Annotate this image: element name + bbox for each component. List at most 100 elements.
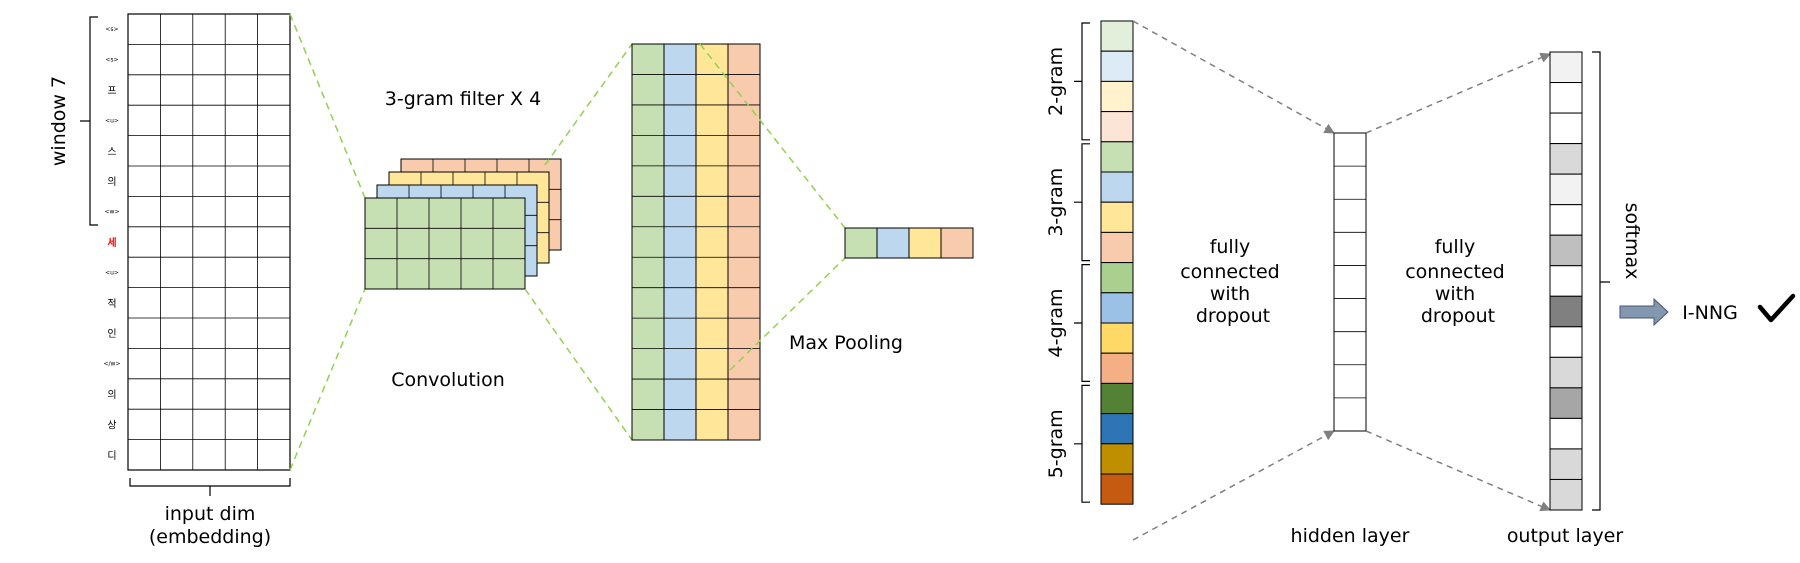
ngram-cell <box>1100 352 1134 384</box>
ngram-label: 2-gram <box>1045 47 1067 116</box>
checkmark-icon <box>1757 293 1796 323</box>
token-label: 적 <box>107 298 116 310</box>
ngram-label: 4-gram <box>1045 289 1067 358</box>
output-cell <box>1549 234 1583 267</box>
hidden-layer-body <box>1333 132 1367 432</box>
output-cell <box>1549 265 1583 297</box>
output-arrow-icon <box>1619 297 1669 327</box>
ngram-label: 3-gram <box>1045 168 1067 237</box>
pooled-cell <box>844 227 878 259</box>
input-embedding-matrix <box>127 13 291 471</box>
fc-label-1: fully connected with dropout <box>1180 236 1286 327</box>
dash-input-to-filter-top <box>289 13 366 199</box>
ngram-cell <box>1100 201 1134 233</box>
token-label: 인 <box>107 328 116 340</box>
ngram-cell <box>1100 171 1134 203</box>
conv-filter-stack <box>364 158 562 290</box>
ngram-cell <box>1100 111 1134 143</box>
ngram-bracket <box>1074 384 1090 503</box>
feature-map-column <box>631 43 665 441</box>
output-cell <box>1549 326 1583 358</box>
output-cell <box>1549 82 1583 114</box>
hidden-layer-label: hidden layer <box>1291 525 1410 547</box>
token-label: 디 <box>107 450 116 462</box>
ngram-bracket <box>1074 22 1090 141</box>
feature-map-column <box>695 43 729 441</box>
feature-map-column <box>727 43 761 441</box>
output-tag-label: I-NNG <box>1682 302 1738 324</box>
pooled-cell <box>908 227 942 259</box>
dash-ngram-to-hidden-top <box>1132 20 1335 134</box>
ngram-cell <box>1100 292 1134 324</box>
dash-filter-to-map-top <box>544 43 633 166</box>
output-cell <box>1549 143 1583 175</box>
ngram-label: 5-gram <box>1045 409 1067 478</box>
feature-map-column <box>663 43 697 441</box>
window-label: window 7 <box>48 76 70 166</box>
output-cell <box>1549 356 1583 389</box>
right-panel: 2-gram 3-gram 4-gram 5-gram fully connected… <box>1045 20 1796 547</box>
fc-label-2: fully connected with dropout <box>1405 236 1511 327</box>
embedding-label: (embedding) <box>149 526 271 548</box>
pooled-cell <box>940 227 974 259</box>
filter-label: 3-gram filter X 4 <box>385 88 541 110</box>
dash-hidden-to-output-bottom <box>1365 430 1551 512</box>
hidden-layer-vector <box>1333 132 1367 432</box>
token-label: 의 <box>107 176 116 188</box>
ngram-cell <box>1100 382 1134 415</box>
token-labels: <s><s>프<u>스의<w>세<u>적인</w>의상디 <box>104 26 121 462</box>
ngram-cell <box>1100 322 1134 354</box>
token-label: 세 <box>107 236 116 249</box>
input-dim-bracket <box>129 478 291 496</box>
ngram-cell <box>1100 262 1134 294</box>
softmax-bracket <box>1592 51 1610 511</box>
window-bracket <box>80 16 98 226</box>
conv-filter <box>364 197 526 290</box>
ngram-cell <box>1100 413 1134 445</box>
dash-ngram-to-hidden-bottom <box>1132 430 1335 541</box>
token-label: 프 <box>107 86 116 97</box>
ngram-brackets: 2-gram 3-gram 4-gram 5-gram <box>1045 22 1090 503</box>
softmax-label: softmax <box>1621 203 1643 280</box>
left-panel: window 7 <s><s>프<u>스의<w>세<u>적인</w>의상디 in… <box>48 13 974 548</box>
conv-filter-body <box>364 197 526 290</box>
token-label: <w> <box>105 209 120 216</box>
ngram-cell <box>1100 443 1134 475</box>
dash-map-to-pool-bottom <box>729 257 846 371</box>
token-label: <s> <box>105 57 118 64</box>
token-label: <u> <box>105 117 119 124</box>
ngram-bracket <box>1074 264 1090 382</box>
ngram-feature-vector <box>1100 20 1134 505</box>
ngram-cell <box>1100 80 1134 113</box>
output-cell <box>1549 204 1583 236</box>
feature-maps <box>631 43 761 441</box>
dash-hidden-to-output-top <box>1365 52 1551 134</box>
output-cell <box>1549 478 1583 511</box>
input-dim-label: input dim <box>165 503 256 525</box>
ngram-cell <box>1100 20 1134 52</box>
output-cell <box>1549 448 1583 480</box>
ngram-cell <box>1100 231 1134 264</box>
ngram-cell <box>1100 473 1134 505</box>
output-layer-vector <box>1549 51 1583 511</box>
dash-map-to-pool-top <box>699 43 846 229</box>
pooled-cell <box>876 227 910 259</box>
ngram-bracket <box>1074 143 1090 262</box>
output-cell <box>1549 51 1583 84</box>
output-cell <box>1549 173 1583 206</box>
dash-filter-to-map-bottom <box>524 288 633 441</box>
output-cell <box>1549 417 1583 450</box>
output-cell <box>1549 295 1583 328</box>
output-layer-label: output layer <box>1507 525 1624 547</box>
max-pooling-label: Max Pooling <box>789 332 903 354</box>
token-label: 스 <box>107 146 116 158</box>
token-label: 상 <box>107 419 116 431</box>
output-cell <box>1549 387 1583 419</box>
convolution-label: Convolution <box>391 369 505 391</box>
token-label: <s> <box>105 26 118 33</box>
max-pooled-vector <box>844 227 974 259</box>
dash-input-to-filter-bottom <box>289 288 366 471</box>
token-label: </w> <box>104 361 121 368</box>
token-label: <u> <box>105 269 119 276</box>
